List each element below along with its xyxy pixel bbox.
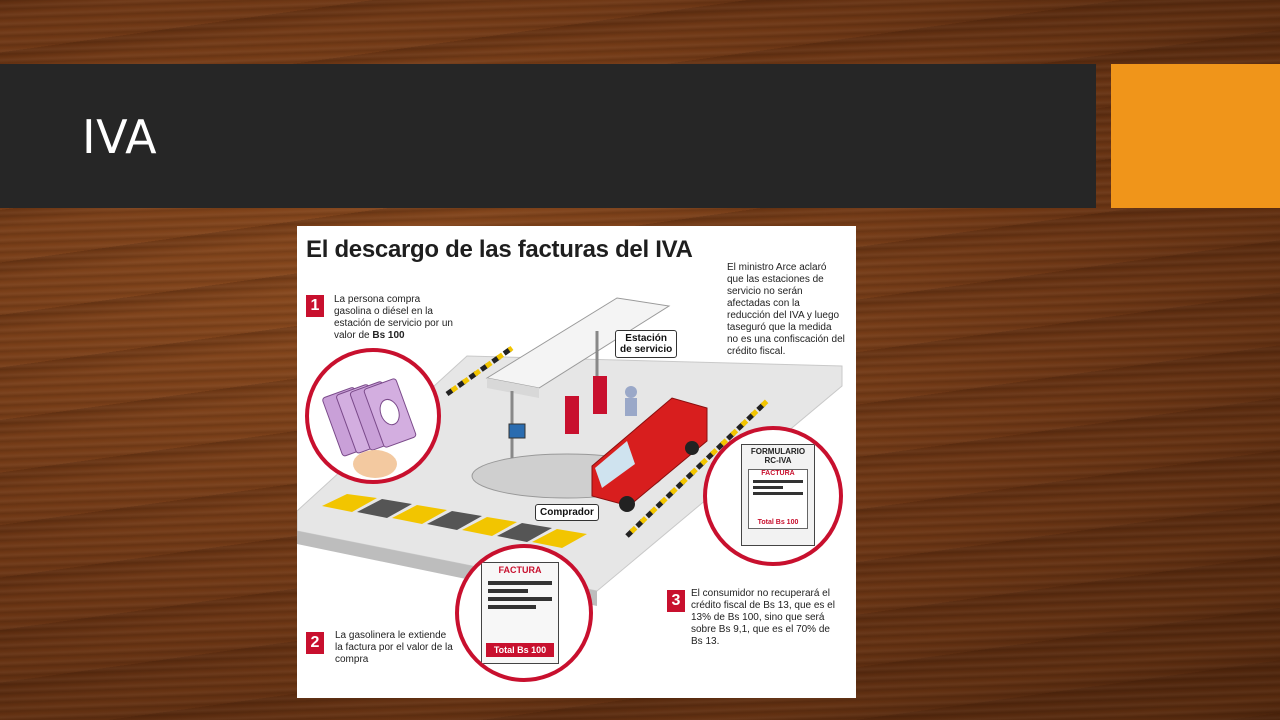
title-bar [0, 64, 1096, 208]
step-1-badge: 1 [306, 295, 324, 317]
banknotes-icon [322, 378, 417, 478]
fuel-truck [591, 397, 708, 507]
infographic-title: El descargo de las facturas del IVA [306, 236, 693, 263]
buyer-label: Comprador [535, 504, 599, 521]
step-3-text: El consumidor no recuperará el crédito f… [691, 588, 835, 647]
step-1-text: La persona compra gasolina o diésel en l… [334, 294, 453, 341]
step-3-badge: 3 [667, 590, 685, 612]
monitor [508, 423, 526, 439]
slide-title: IVA [82, 110, 158, 164]
step-2-text: La gasolinera le extiende la factura por… [335, 630, 453, 665]
form-total: Total Bs 100 [757, 519, 799, 526]
fuel-pump [565, 396, 579, 434]
invoice-header: FACTURA [498, 565, 542, 575]
form-inner-header: FACTURA [761, 470, 795, 477]
invoice-total: Total Bs 100 [486, 643, 554, 657]
station-scene [297, 297, 843, 606]
accent-block [1111, 64, 1280, 208]
step-2-badge: 2 [306, 632, 324, 654]
fuel-pump [593, 376, 607, 414]
invoice-document: FACTURA Total Bs 100 [481, 562, 559, 664]
side-note: El ministro Arce aclaró que las estacion… [727, 262, 845, 357]
crosswalk-stripes [322, 494, 587, 548]
invoice-circle: FACTURA Total Bs 100 [455, 544, 593, 682]
station-canopy [485, 297, 671, 389]
infographic-image: El descargo de las facturas del IVA [297, 226, 856, 698]
money-circle [305, 348, 441, 484]
barrier-arm [625, 399, 769, 538]
